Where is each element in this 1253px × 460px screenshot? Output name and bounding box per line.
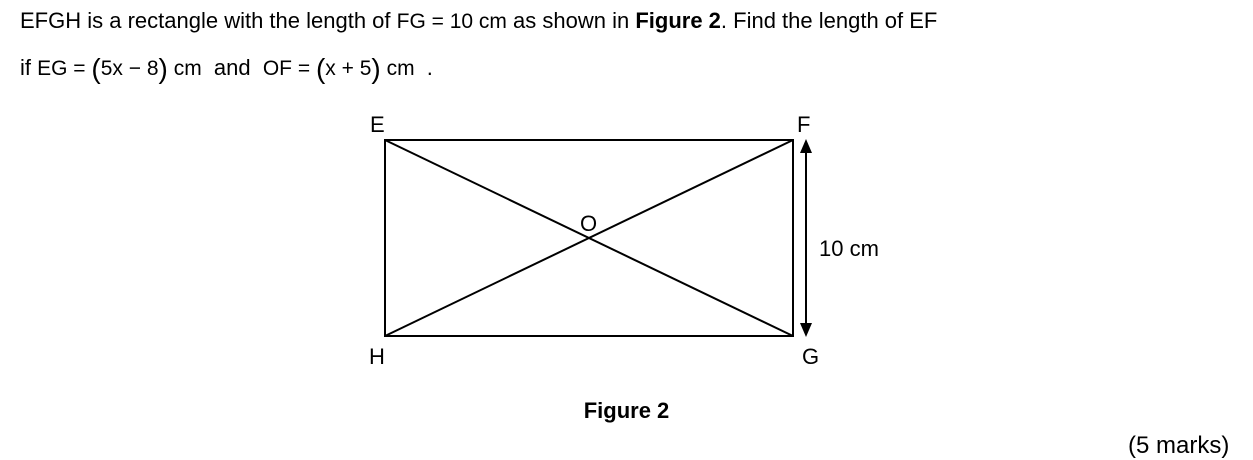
text: and: [201, 55, 263, 80]
text: EFGH is a rectangle with the length of: [20, 8, 397, 33]
diagonal-hf: [384, 139, 794, 337]
vertex-label-h: H: [369, 344, 385, 369]
fg-expression: FG = 10 cm: [396, 10, 507, 33]
eg-expression: 5x − 8: [100, 57, 159, 80]
vertex-label-f: F: [797, 112, 811, 137]
vertex-label-g: G: [802, 344, 820, 369]
vertex-label-e: E: [370, 112, 385, 137]
of-expression: x + 5: [325, 57, 372, 80]
text: . Find the length of EF: [720, 8, 938, 33]
dimension-label: 10 cm: [819, 236, 879, 261]
rectangle-diagram: [384, 139, 812, 337]
marks-label: (5 marks): [1128, 432, 1230, 459]
of-lhs: OF =: [262, 57, 316, 80]
text: if: [20, 55, 38, 80]
arrow-down-icon: [800, 323, 812, 337]
figure-caption: Figure 2: [583, 398, 670, 423]
vertex-label-o: O: [580, 211, 598, 236]
text: as shown in: [506, 8, 636, 33]
of-unit: cm: [380, 57, 415, 80]
eg-lhs: EG =: [37, 57, 92, 80]
question-line-2: if EG = (5x − 8) cm and OF = (x + 5) cm …: [20, 53, 433, 84]
eg-unit: cm: [167, 57, 202, 80]
question-line-1: EFGH is a rectangle with the length of F…: [20, 8, 937, 34]
arrow-up-icon: [800, 139, 812, 153]
text: .: [414, 55, 433, 80]
rectangle-efgh: [384, 139, 794, 337]
figure-reference: Figure 2: [635, 8, 721, 33]
